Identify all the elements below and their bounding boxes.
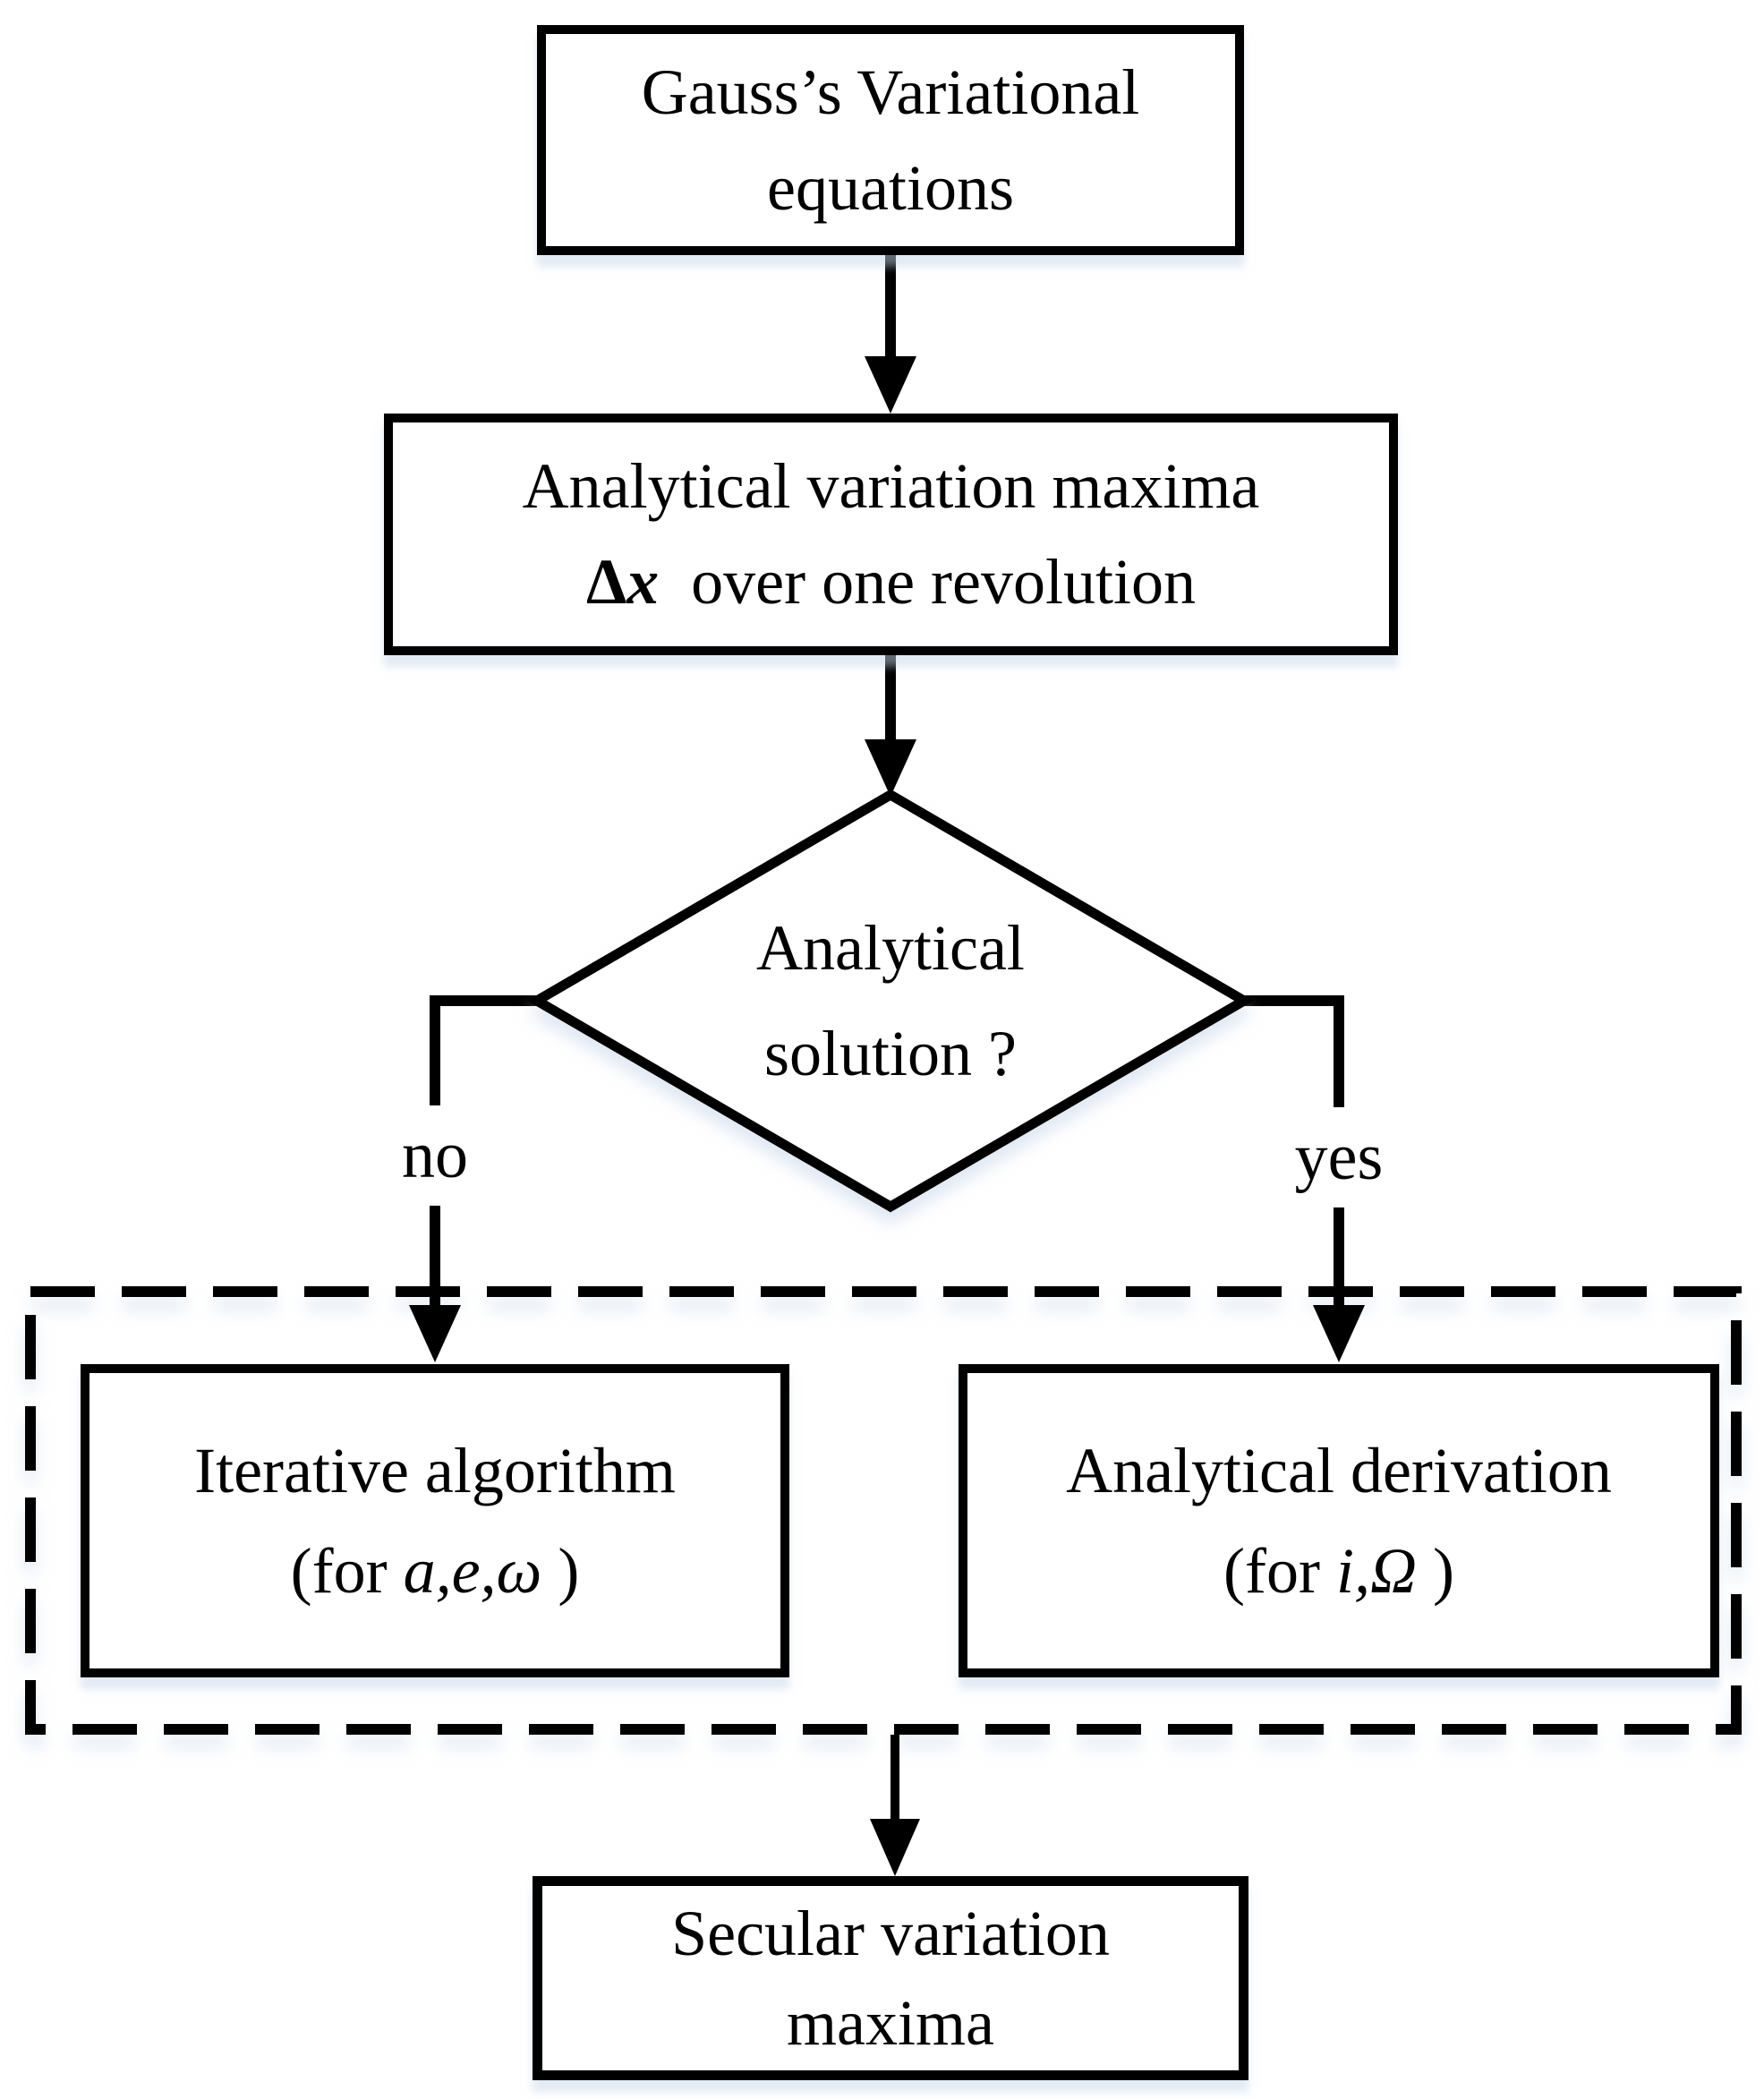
dashed-group-border: [25, 1286, 1742, 1735]
x-symbol: x: [626, 546, 660, 618]
node-variation-line2-rest: over one revolution: [659, 546, 1196, 618]
node-gauss-variational-equations: Gauss’s Variational equations: [537, 25, 1244, 255]
no-branch-label: no: [360, 1105, 510, 1206]
node-iterative-line1: Iterative algorithm: [194, 1435, 676, 1506]
node-derivation-line1: Analytical derivation: [1066, 1435, 1612, 1506]
arrow-group-to-secular-head: [870, 1819, 920, 1876]
delta-symbol: Δ: [586, 546, 627, 618]
decision-diamond-shape: [527, 789, 1254, 1213]
node-secular-line1: Secular variation: [671, 1898, 1110, 1969]
derivation-variables: i,Ω: [1335, 1535, 1418, 1607]
node-variation-line1: Analytical variation maxima: [522, 450, 1260, 522]
node-derivation-line2-open: (for: [1223, 1535, 1336, 1607]
node-iterative-algorithm: Iterative algorithm (for a,e,ω ): [81, 1364, 789, 1677]
yes-branch-arrow-head: [1313, 1305, 1365, 1362]
node-secular-line2: maxima: [787, 1987, 994, 2059]
node-gauss-line1: Gauss’s Variational: [641, 55, 1140, 128]
node-iterative-line2-close: ): [541, 1535, 580, 1607]
arrow-variation-to-decision-head: [865, 739, 916, 797]
node-analytical-derivation: Analytical derivation (for i,Ω ): [959, 1364, 1719, 1677]
arrow-gauss-to-variation-head: [865, 356, 916, 414]
node-iterative-line2-open: (for: [290, 1535, 404, 1607]
no-branch-arrow-head: [409, 1305, 461, 1362]
node-variation-line2: Δx over one revolution: [586, 534, 1196, 630]
decision-line1: Analytical: [756, 912, 1025, 984]
node-derivation-line2-close: ): [1417, 1535, 1454, 1607]
node-iterative-line2: (for a,e,ω ): [291, 1521, 580, 1621]
decision-diamond-label: Analytical solution ?: [622, 891, 1159, 1111]
node-analytical-variation-maxima: Analytical variation maxima Δx over one …: [384, 414, 1398, 655]
decision-line2: solution ?: [764, 1018, 1017, 1089]
iterative-variables: a,e,ω: [403, 1535, 542, 1607]
node-gauss-line2: equations: [767, 151, 1014, 224]
node-secular-variation-maxima: Secular variation maxima: [533, 1876, 1248, 2080]
node-derivation-line2: (for i,Ω ): [1223, 1521, 1454, 1621]
yes-branch-label: yes: [1256, 1107, 1422, 1207]
